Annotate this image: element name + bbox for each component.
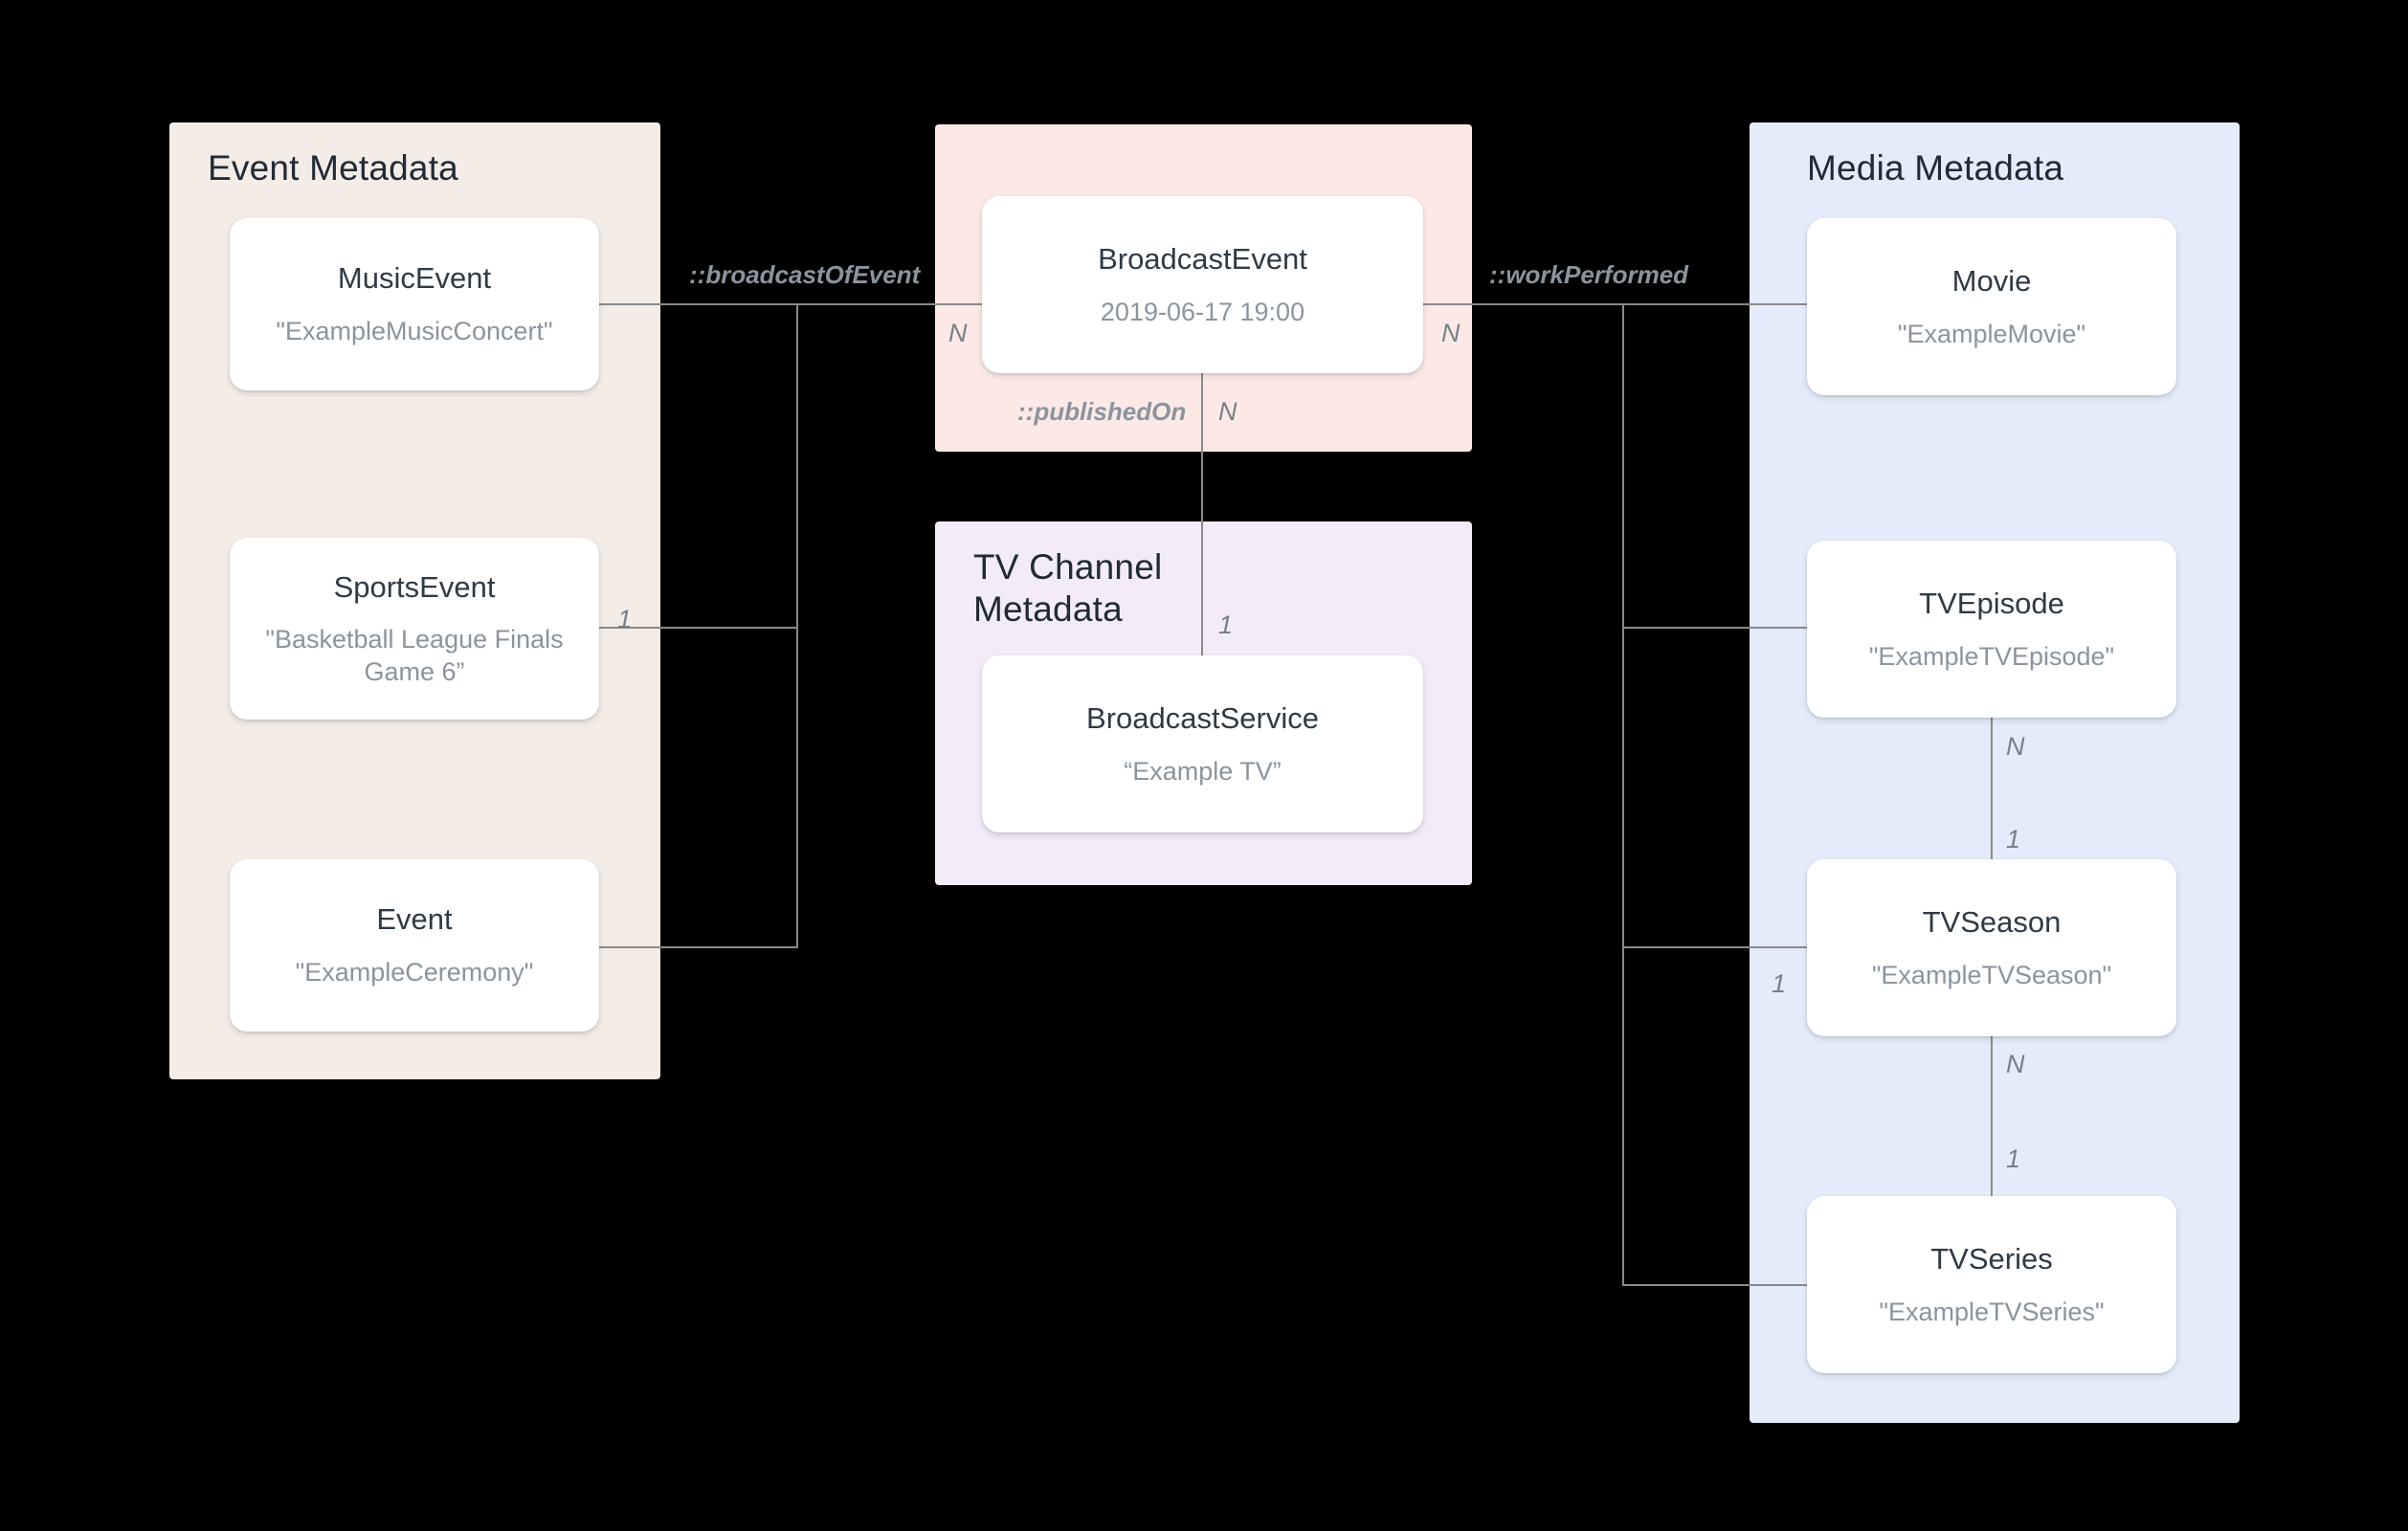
connector-trunk-to-tvseries	[1622, 1284, 1810, 1286]
node-subtitle-broadcast-event: 2019-06-17 19:00	[1100, 297, 1305, 326]
group-title-media-metadata: Media Metadata	[1807, 148, 2064, 188]
cardinality-card-publishedon-1: 1	[1218, 610, 1234, 639]
node-broadcast-event[interactable]: BroadcastEvent 2019-06-17 19:00	[982, 196, 1423, 373]
connector-trunk-to-tvepisode	[1622, 627, 1810, 629]
cardinality-card-tvseason-top-1: 1	[2006, 825, 2021, 854]
connector-trunk-to-tvseason	[1622, 946, 1810, 948]
connector-left-trunk	[796, 303, 798, 947]
cardinality-card-tvseason-bottom-n: N	[2006, 1050, 2025, 1078]
group-title-tv-channel-metadata: TV Channel Metadata	[973, 547, 1163, 629]
node-event[interactable]: Event "ExampleCeremony"	[230, 859, 599, 1032]
node-subtitle-tv-series: "ExampleTVSeries"	[1879, 1297, 2105, 1326]
cardinality-card-sportsevent: 1	[617, 605, 633, 633]
cardinality-card-publishedon-n: N	[1218, 397, 1237, 426]
node-subtitle-movie: "ExampleMovie"	[1897, 319, 2086, 348]
node-title-tv-series: TVSeries	[1930, 1241, 2053, 1276]
node-subtitle-event: "ExampleCeremony"	[295, 958, 534, 987]
group-title-event-metadata: Event Metadata	[208, 148, 458, 188]
cardinality-card-tvseason-left-1: 1	[1772, 969, 1787, 998]
node-title-music-event: MusicEvent	[337, 261, 492, 296]
node-title-movie: Movie	[1951, 263, 2032, 298]
cardinality-card-tvseries-1: 1	[2006, 1144, 2021, 1173]
connector-tvepisode-to-tvseason	[1991, 718, 1993, 861]
node-title-tv-episode: TVEpisode	[1919, 586, 2064, 620]
node-subtitle-music-event: "ExampleMusicConcert"	[276, 317, 553, 346]
edge-label-work-performed: ::workPerformed	[1489, 260, 1689, 289]
connector-tvseason-to-tvseries	[1991, 1036, 1993, 1197]
cardinality-card-broadcastevent-right: N	[1441, 319, 1460, 347]
connector-publishedon-link	[1201, 373, 1203, 657]
edge-label-published-on: ::publishedOn	[1017, 397, 1187, 426]
node-music-event[interactable]: MusicEvent "ExampleMusicConcert"	[230, 218, 599, 390]
node-title-tv-season: TVSeason	[1922, 904, 2062, 939]
node-tv-episode[interactable]: TVEpisode "ExampleTVEpisode"	[1807, 541, 2176, 718]
connector-broadcast-to-right	[1423, 303, 1810, 305]
node-sports-event[interactable]: SportsEvent "Basketball League Finals Gam…	[230, 538, 599, 720]
node-subtitle-broadcast-service: “Example TV”	[1124, 756, 1282, 786]
connector-event-to-trunk	[599, 946, 798, 948]
node-tv-season[interactable]: TVSeason "ExampleTVSeason"	[1807, 859, 2176, 1036]
node-title-broadcast-event: BroadcastEvent	[1098, 241, 1307, 276]
node-subtitle-sports-event: "Basketball League Finals Game 6”	[265, 625, 564, 686]
node-tv-series[interactable]: TVSeries "ExampleTVSeries"	[1807, 1196, 2176, 1373]
node-subtitle-tv-episode: "ExampleTVEpisode"	[1868, 641, 2115, 671]
node-movie[interactable]: Movie "ExampleMovie"	[1807, 218, 2176, 395]
cardinality-card-tvepisode-n: N	[2006, 732, 2025, 761]
node-title-broadcast-service: BroadcastService	[1086, 700, 1319, 735]
cardinality-card-broadcastevent-left: N	[948, 319, 968, 347]
connector-trunk-to-broadcast	[796, 303, 984, 305]
edge-label-broadcast-of-event: ::broadcastOfEvent	[689, 260, 921, 289]
node-broadcast-service[interactable]: BroadcastService “Example TV”	[982, 655, 1423, 832]
node-title-sports-event: SportsEvent	[333, 569, 496, 604]
node-subtitle-tv-season: "ExampleTVSeason"	[1871, 960, 2112, 989]
connector-music-to-trunk	[599, 303, 798, 305]
connector-right-trunk	[1622, 303, 1624, 1285]
node-title-event: Event	[376, 902, 453, 937]
connector-sports-to-trunk	[599, 627, 798, 629]
